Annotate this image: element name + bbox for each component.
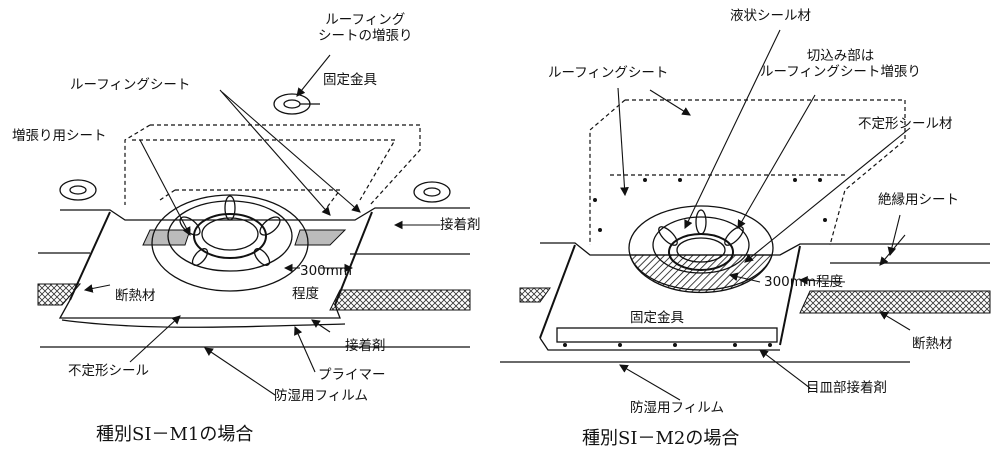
right-label-amorphous-seal: 不定形シール材 — [858, 116, 953, 132]
right-drain-diagram — [500, 29, 991, 401]
left-label-insulation: 断熱材 — [115, 288, 156, 304]
left-label-roofing-sheet: ルーフィングシート — [70, 77, 191, 93]
right-label-liquid-seal: 液状シール材 — [730, 8, 811, 24]
right-label-fixing-metal: 固定金具 — [630, 310, 684, 326]
left-insulation-block-right — [329, 289, 471, 311]
left-label-width: 300mm — [300, 263, 353, 279]
right-label-width: 300mm程度 — [764, 274, 844, 290]
left-label-degree: 程度 — [292, 286, 319, 302]
left-label-roofing-extra: ルーフィング シートの増張り — [318, 12, 413, 44]
right-label-insulating-sheet: 絶縁用シート — [878, 192, 959, 208]
right-caption: 種別SI－M2の場合 — [582, 428, 740, 449]
right-label-cut-part: 切込み部は ルーフィングシート増張り — [760, 48, 921, 80]
right-label-insulation: 断熱材 — [912, 336, 953, 352]
right-insulation-block-right — [799, 290, 991, 314]
left-label-adhesive-top: 接着剤 — [440, 217, 481, 233]
right-insulation-block-left — [519, 287, 551, 303]
left-label-vapor-film: 防湿用フィルム — [274, 388, 368, 404]
right-label-vapor-film: 防湿用フィルム — [630, 400, 724, 416]
left-label-adhesive-bottom: 接着剤 — [345, 338, 386, 354]
left-label-extra-sheet: 増張り用シート — [12, 128, 107, 144]
right-label-roofing-sheet: ルーフィングシート — [548, 65, 669, 81]
right-label-joint-adhesive: 目皿部接着剤 — [806, 380, 887, 396]
left-caption: 種別SI－M1の場合 — [96, 424, 254, 445]
left-insulation-block-left — [37, 283, 82, 306]
left-label-fixing-metal: 固定金具 — [323, 72, 377, 88]
left-label-primer: プライマー — [318, 367, 386, 383]
left-drain-diagram — [37, 54, 471, 396]
left-label-amorphous-seal: 不定形シール — [68, 363, 149, 379]
